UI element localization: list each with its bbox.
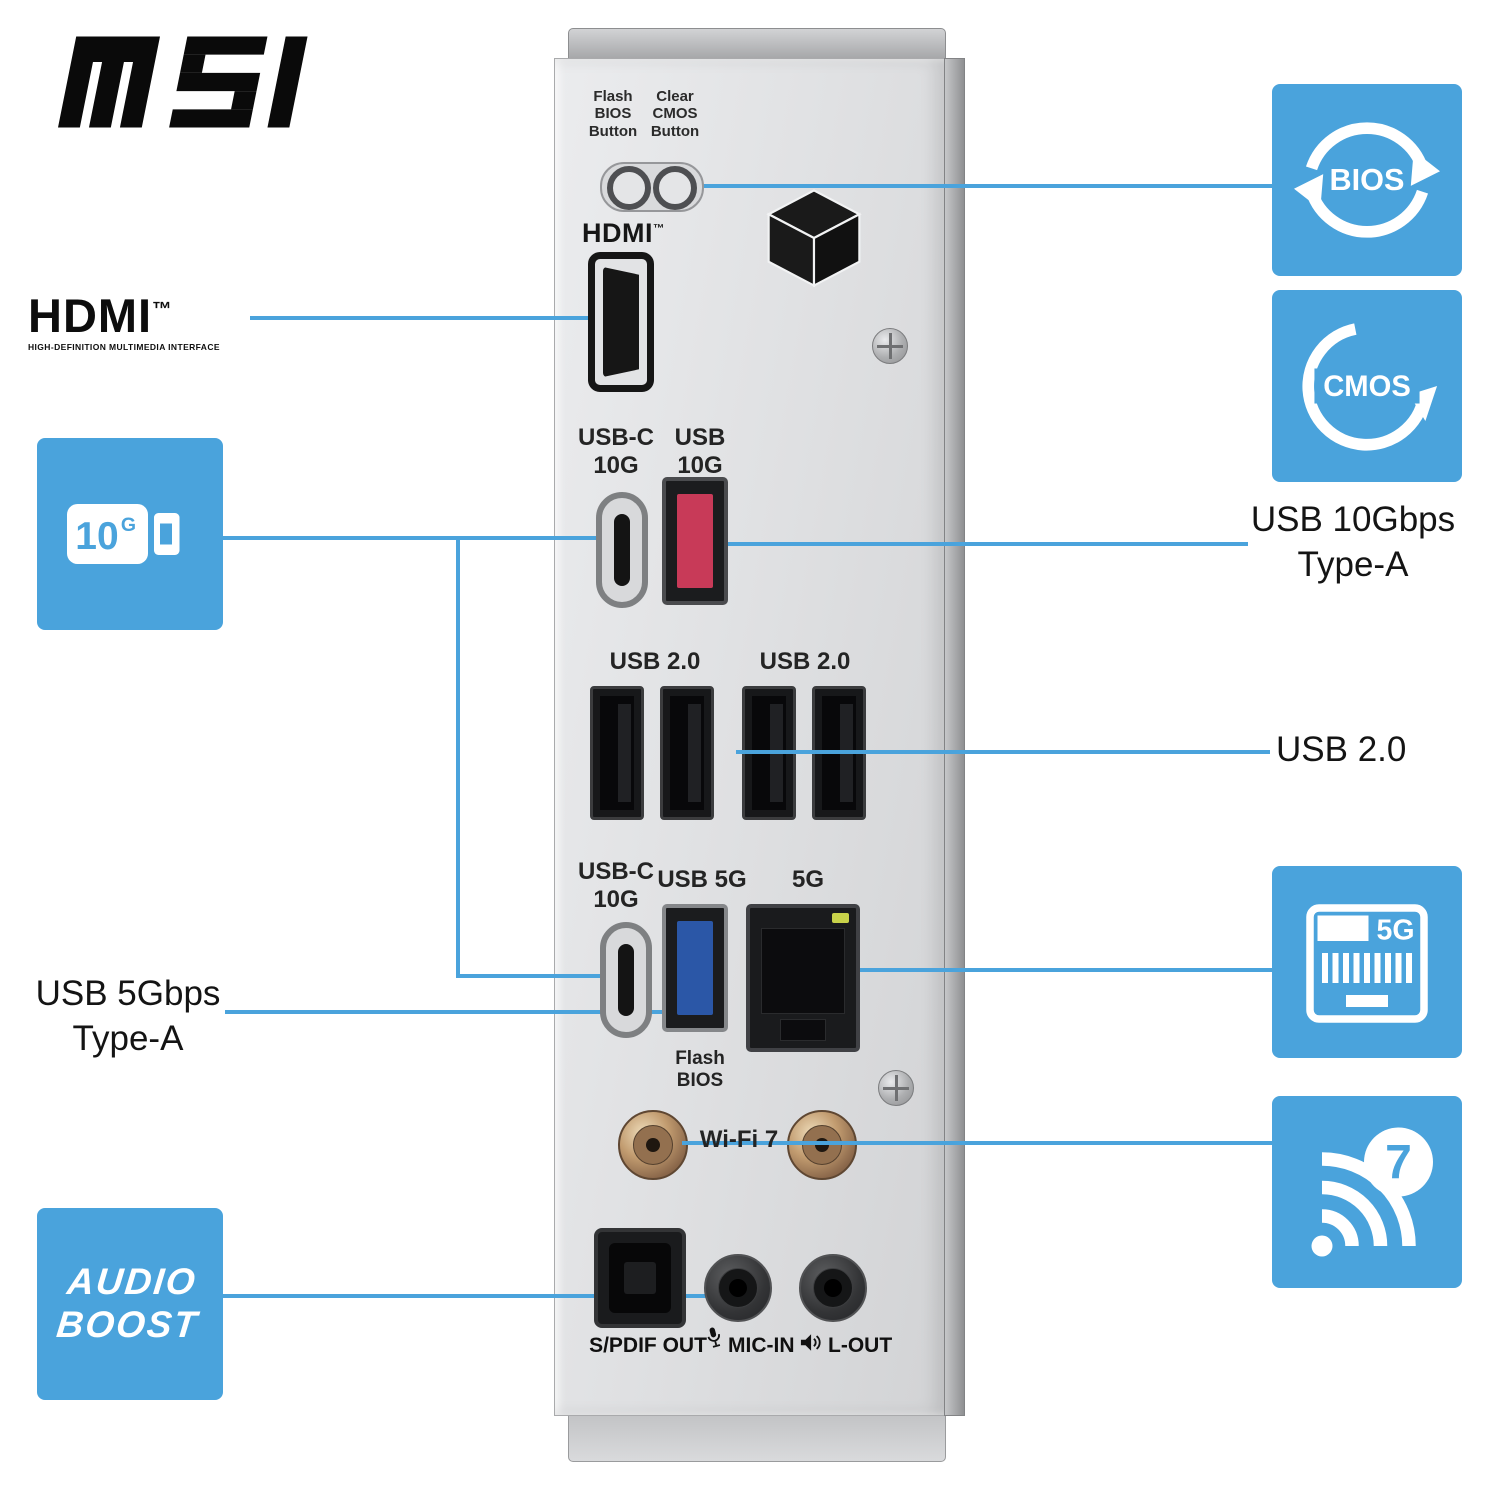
svg-text:CMOS: CMOS — [1323, 371, 1411, 403]
mic-in-jack — [704, 1254, 772, 1322]
hdmi-port — [588, 252, 654, 392]
bios-badge: BIOS — [1272, 84, 1462, 276]
wifi-7-label: Wi-Fi 7 — [699, 1126, 779, 1153]
usb-2-port-2 — [660, 686, 714, 820]
svg-text:G: G — [121, 514, 136, 536]
callout-line-10g-bottom — [456, 974, 624, 978]
ethernet-cavity — [761, 928, 845, 1014]
callout-line-hdmi — [250, 316, 622, 320]
usb-5g-label: USB 5G — [657, 866, 747, 893]
ethernet-port — [746, 904, 860, 1052]
usb20-label-left: USB 2.0 — [609, 648, 701, 675]
screw — [872, 328, 908, 364]
spdif-out-label: S/PDIF OUT — [589, 1334, 707, 1357]
wifi-antenna-connector-left — [618, 1110, 688, 1180]
usb-c-10g-port-top — [596, 492, 648, 608]
ethernet-5g-badge: 5G — [1272, 866, 1462, 1058]
callout-line-usb20 — [736, 750, 1270, 754]
panel-top-tab — [568, 28, 946, 61]
callout-line-10g-vertical — [456, 536, 460, 978]
line-out-jack — [799, 1254, 867, 1322]
flash-bios-button — [607, 166, 651, 210]
usb-a-5g-port — [662, 904, 728, 1032]
callout-line-bios — [672, 184, 1272, 188]
usb-red-tongue — [677, 494, 713, 588]
flash-bios-port-label: Flash BIOS — [675, 1048, 725, 1092]
callout-line-usb5-typea — [225, 1010, 698, 1014]
clear-cmos-button — [653, 166, 697, 210]
usb-5gbps-typea-label: USB 5Gbps Type-A — [35, 974, 221, 1058]
usb-20-label: USB 2.0 — [1276, 730, 1407, 769]
callout-line-wifi — [682, 1141, 1272, 1145]
wifi-antenna-connector-right — [787, 1110, 857, 1180]
msi-logo: MSI — [58, 36, 313, 133]
callout-line-ethernet — [800, 968, 1272, 972]
usb-c-10g-port-bottom — [600, 922, 652, 1038]
mic-in-label: MIC-IN — [728, 1334, 795, 1357]
svg-text:BIOS: BIOS — [1330, 163, 1405, 197]
hdmi-logo: HDMI™ HIGH-DEFINITION MULTIMEDIA INTERFA… — [28, 289, 220, 352]
callout-line-audio — [221, 1294, 739, 1298]
callout-line-usb10-typea — [698, 542, 1248, 546]
speaker-icon — [800, 1332, 824, 1358]
screw — [878, 1070, 914, 1106]
hdmi-port-label: HDMI™ — [582, 218, 665, 248]
ethernet-clip-notch — [780, 1019, 826, 1041]
svg-text:10: 10 — [75, 515, 118, 558]
cmos-badge: CMOS — [1272, 290, 1462, 482]
microphone-icon — [703, 1324, 728, 1357]
usb-10gbps-typea-label: USB 10Gbps Type-A — [1250, 500, 1456, 584]
usb-a-10g-port — [662, 477, 728, 605]
panel-folded-edge — [944, 58, 965, 1416]
ethernet-label: 5G — [791, 866, 824, 893]
usb20-label-right: USB 2.0 — [759, 648, 851, 675]
svg-text:5G: 5G — [1376, 915, 1414, 947]
panel-bottom-tab — [568, 1413, 946, 1462]
line-out-label: L-OUT — [828, 1334, 893, 1357]
svg-text:7: 7 — [1385, 1137, 1412, 1190]
ethernet-led — [832, 913, 849, 923]
usb-blue-tongue — [677, 921, 713, 1015]
callout-line-10g-top — [221, 536, 620, 540]
wifi-7-badge: 7 — [1272, 1096, 1462, 1288]
audio-boost-badge: AUDIO BOOST — [37, 1208, 223, 1400]
usb-10g-badge: 10 G — [37, 438, 223, 630]
usb-2-port-1 — [590, 686, 644, 820]
msi-cube-logo — [760, 182, 868, 294]
spdif-out-port — [594, 1228, 686, 1328]
